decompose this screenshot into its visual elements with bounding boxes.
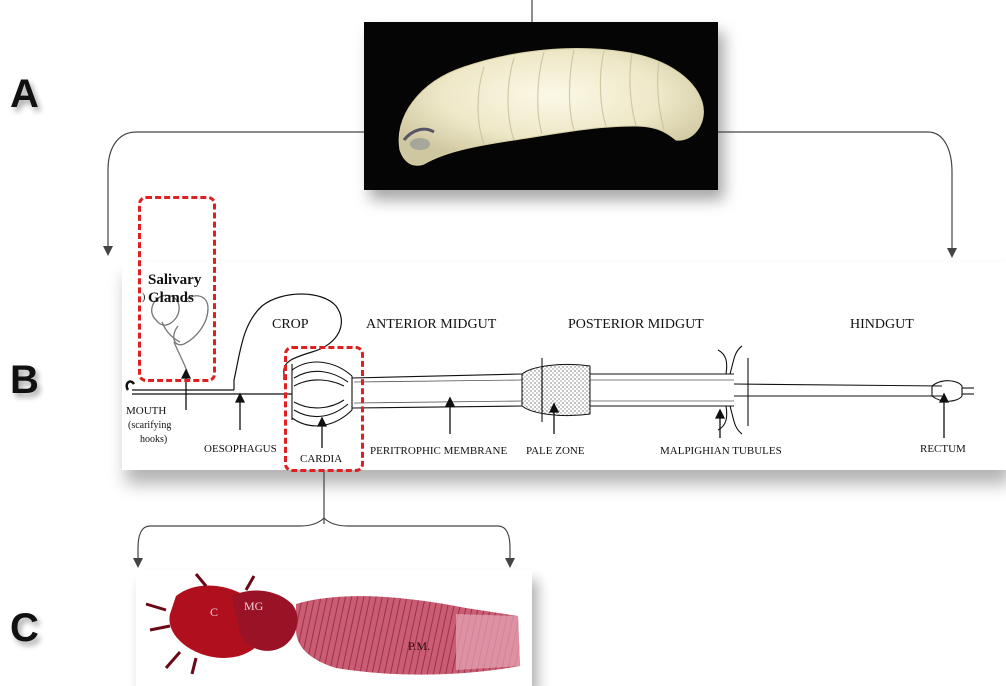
bracket-right-a [718, 132, 952, 252]
bracket-right-c [324, 518, 510, 562]
cardia-highlight [284, 346, 364, 472]
bracket-left-c [138, 518, 324, 562]
salivary-gland-highlight [138, 196, 216, 382]
